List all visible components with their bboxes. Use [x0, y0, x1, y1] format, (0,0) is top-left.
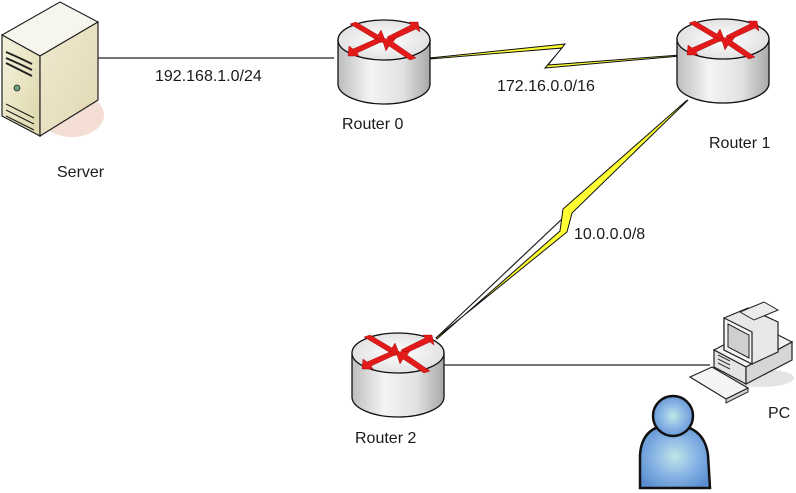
link-label-192-168-1-0: 192.168.1.0/24	[155, 68, 262, 85]
link-router1-router2	[435, 99, 689, 340]
pc-label: PC	[768, 405, 791, 422]
server-icon[interactable]	[0, 1, 104, 138]
link-label-10-0-0-0: 10.0.0.0/8	[574, 226, 646, 243]
router-1-label: Router 1	[709, 135, 771, 152]
link-router0-router1	[429, 43, 681, 69]
server-label: Server	[57, 164, 105, 181]
router-0-icon[interactable]	[337, 19, 431, 105]
router-2-icon[interactable]	[351, 332, 445, 418]
desktop-computer-icon[interactable]	[688, 301, 794, 404]
router-1-icon[interactable]	[676, 18, 770, 104]
router-0-label: Router 0	[342, 116, 404, 133]
user-icon	[638, 394, 712, 490]
router-2-label: Router 2	[355, 430, 417, 447]
link-label-172-16-0-0: 172.16.0.0/16	[497, 78, 595, 95]
